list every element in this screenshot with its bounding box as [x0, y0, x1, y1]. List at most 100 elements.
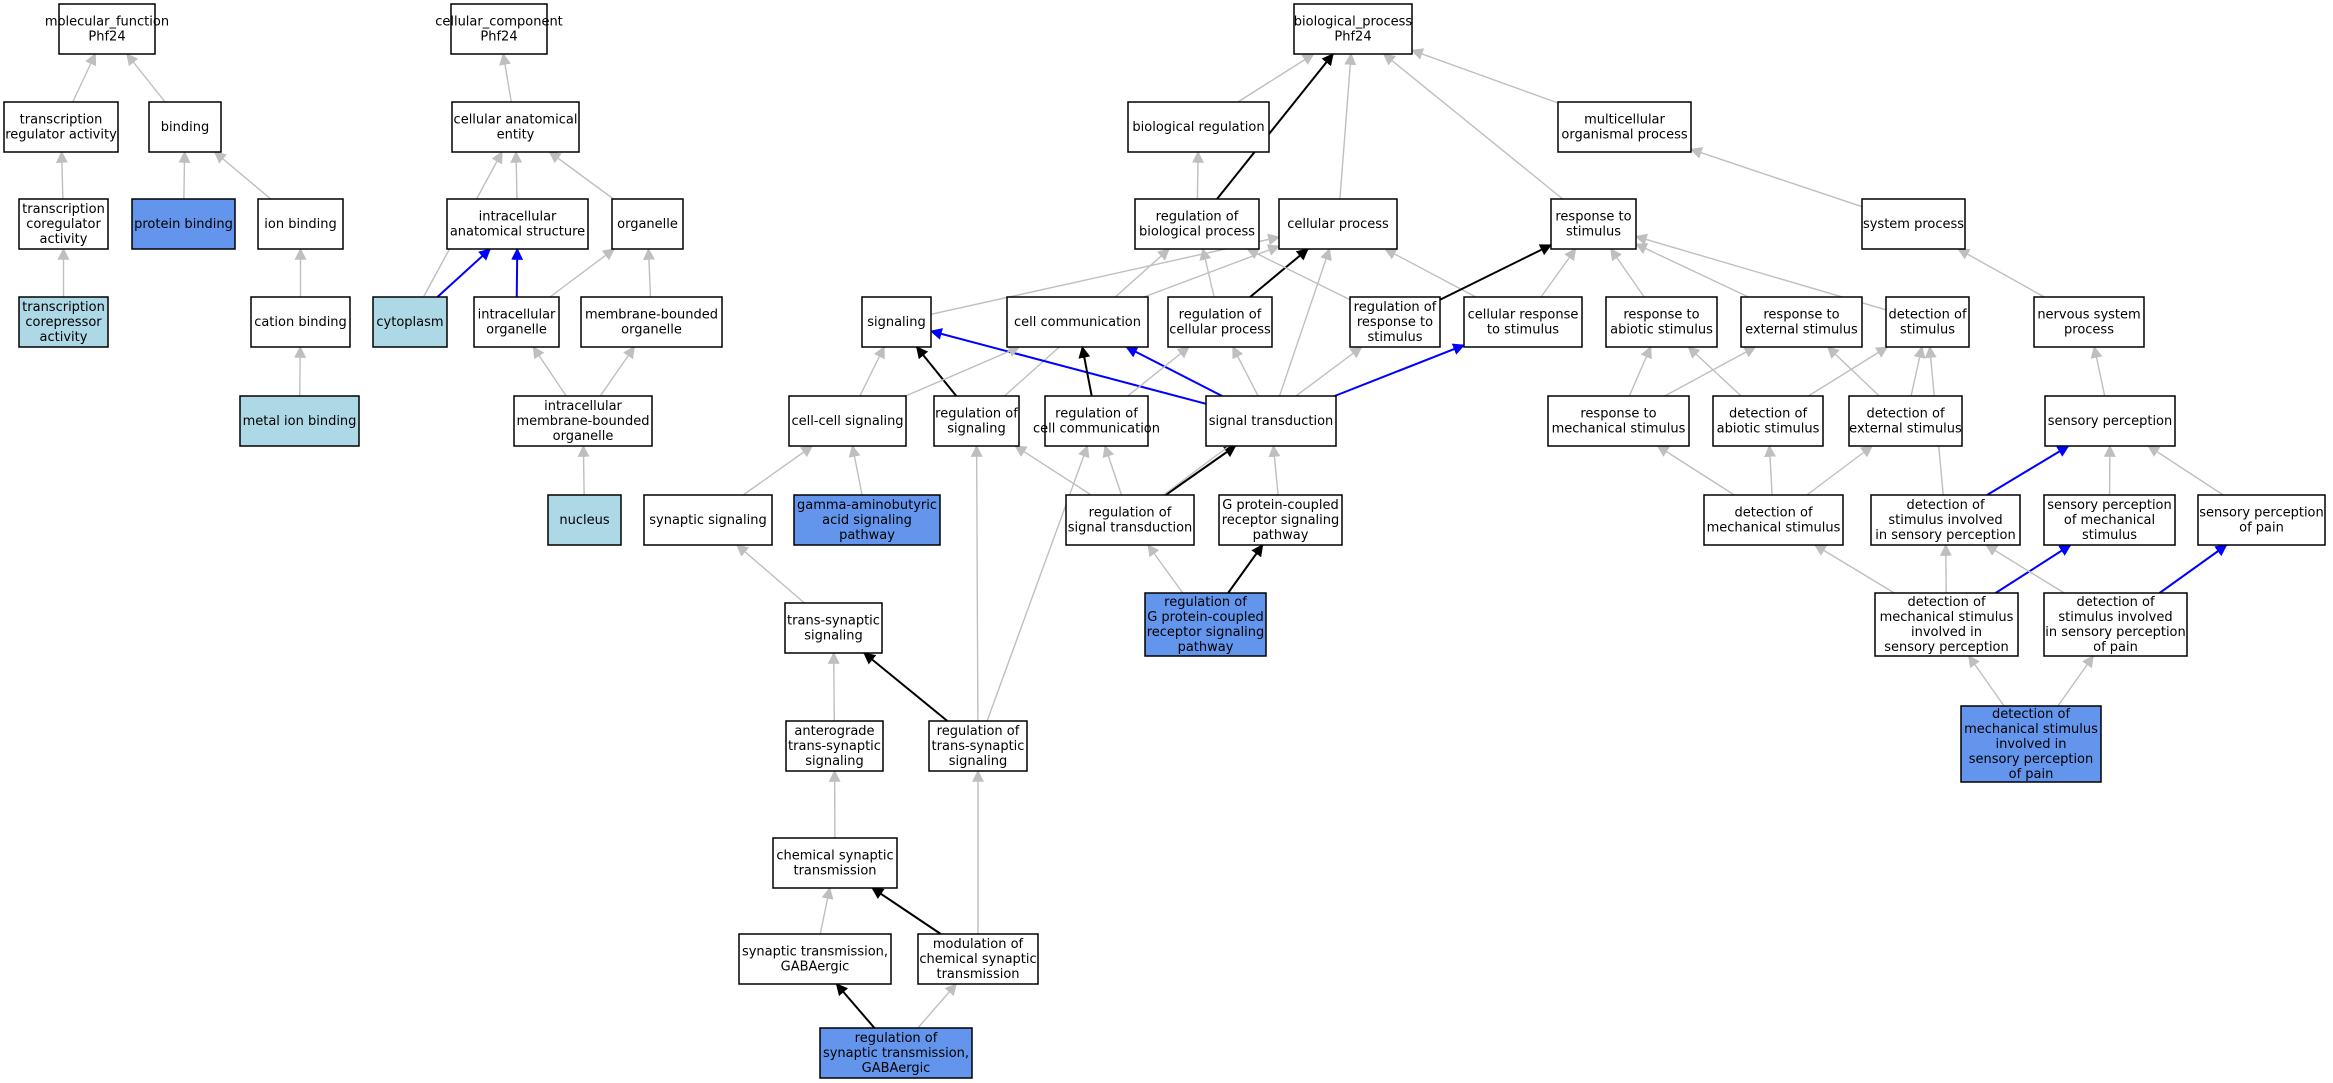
node-label-line: abiotic stimulus	[1610, 323, 1713, 338]
node-label-line: detection of	[1906, 498, 1984, 513]
edge-das-to-dos	[1807, 346, 1889, 397]
node-box	[1349, 296, 1441, 348]
node-box	[18, 296, 109, 348]
edge-organelle-to-cae	[548, 151, 614, 200]
node-box	[1167, 296, 1273, 348]
edge-des-to-dos	[1910, 345, 1926, 397]
node-label-line: regulation of	[1089, 506, 1172, 521]
node-label-line: stimulus involved	[2058, 610, 2172, 625]
node-label-line: pathway	[1253, 528, 1309, 543]
node-box	[18, 198, 109, 250]
node-label-line: cation binding	[254, 315, 347, 330]
node-label-line: transcription	[22, 202, 105, 217]
edge-st-to-cellcomm	[1125, 346, 1223, 397]
node-label-line: biological_process	[1294, 15, 1413, 30]
node-box	[1006, 296, 1149, 348]
node-label-line: receptor signaling	[1222, 513, 1340, 528]
node-label-line: organelle	[621, 323, 682, 338]
node-box	[1550, 198, 1637, 250]
node-label-line: signaling	[949, 754, 1008, 769]
node-box	[788, 395, 907, 447]
edge-rstd-to-rsig	[1014, 445, 1092, 496]
node-label-line: transcription	[20, 113, 103, 128]
nodes-layer: molecular_functionPhf24cellular_componen…	[3, 3, 2326, 1079]
node-box	[2197, 494, 2326, 546]
node-label-line: protein binding	[134, 217, 233, 232]
edge-des-to-res	[1826, 346, 1880, 397]
node-label-line: synaptic signaling	[649, 513, 766, 528]
node-label-line: modulation of	[933, 937, 1024, 952]
edge-cae-to-cc	[499, 52, 512, 103]
node-box	[819, 1027, 973, 1079]
edge-sig-to-cp	[930, 233, 1281, 316]
edge-tca-to-tra	[55, 150, 68, 200]
node-label-line: organismal process	[1561, 128, 1687, 143]
node-label-line: detection of	[1734, 506, 1812, 521]
node-label-line: sensory perception	[1884, 640, 2009, 655]
node-label-line: detection of	[1888, 308, 1966, 323]
node-box	[1557, 101, 1692, 153]
node-box	[611, 198, 684, 250]
node-box	[1218, 494, 1343, 546]
node-label-line: cellular process	[1287, 217, 1389, 232]
edge-das-to-ras	[1687, 346, 1742, 397]
go-term-node-ionb: ion binding	[257, 198, 344, 250]
node-label-line: intracellular	[479, 210, 557, 225]
node-label-line: signaling	[805, 754, 864, 769]
edge-mop-to-bp	[1410, 48, 1559, 104]
edge-tra-to-mf	[72, 52, 97, 103]
node-box	[1127, 101, 1270, 153]
edge-res-to-rts	[1634, 243, 1749, 298]
node-label-line: external stimulus	[1849, 422, 1962, 437]
edge-rcc-to-rcp	[1127, 346, 1190, 397]
edge-rms-to-ras	[1628, 345, 1652, 397]
edge-rms-to-res	[1664, 346, 1757, 397]
node-label-line: anatomical structure	[450, 225, 585, 240]
node-box	[1848, 395, 1963, 447]
go-term-node-organelle: organelle	[611, 198, 684, 250]
node-box	[785, 720, 884, 772]
node-label-line: organelle	[617, 217, 678, 232]
edge-pb-to-binding	[178, 150, 191, 200]
edge-rrs-to-rbp	[1246, 248, 1351, 301]
go-term-node-sig: signaling	[861, 296, 932, 348]
node-box	[933, 395, 1020, 447]
node-box	[1605, 296, 1718, 348]
edge-rgpcr-to-gpcr	[1227, 544, 1264, 594]
node-label-line: mechanical stimulus	[1552, 422, 1686, 437]
node-label-line: pathway	[839, 528, 895, 543]
edge-cyto-to-ias	[436, 248, 491, 298]
node-label-line: organelle	[486, 323, 547, 338]
node-label-line: signaling	[804, 629, 863, 644]
node-label-line: trans-synaptic	[788, 739, 881, 754]
node-box	[239, 395, 360, 447]
node-label-line: mechanical stimulus	[1880, 610, 2014, 625]
go-term-node-binding: binding	[148, 101, 222, 153]
node-label-line: detection of	[2076, 595, 2154, 610]
edge-dms-to-des	[1806, 445, 1874, 496]
node-label-line: membrane-bounded	[516, 414, 649, 429]
node-label-line: trans-synaptic	[932, 739, 1025, 754]
node-label-line: cytoplasm	[376, 315, 443, 330]
node-box	[58, 3, 156, 55]
edge-st-to-rcp	[1232, 345, 1259, 397]
node-label-line: signal transduction	[1209, 414, 1334, 429]
node-label-line: signaling	[867, 315, 926, 330]
